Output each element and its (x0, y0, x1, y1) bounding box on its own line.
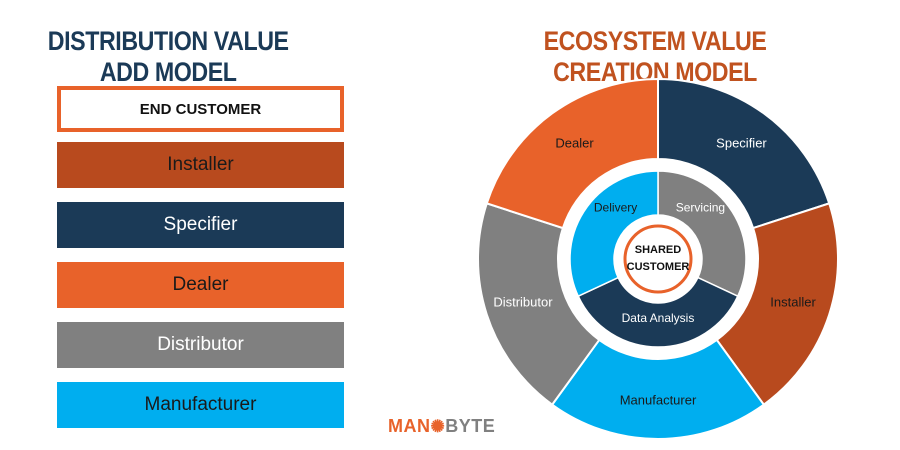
inner-segment-delivery (569, 170, 659, 298)
left-title: DISTRIBUTION VALUE ADD MODEL (47, 26, 289, 87)
manobyte-logo: MAN✺BYTE (388, 416, 495, 437)
stack-bar-distributor: Distributor (57, 322, 344, 368)
right-title: ECOSYSTEM VALUE CREATION MODEL (543, 26, 767, 87)
outer-label-manufacturer: Manufacturer (620, 392, 697, 407)
outer-label-installer: Installer (770, 294, 816, 309)
stack-bar-end-customer: END CUSTOMER (57, 86, 344, 132)
outer-label-specifier: Specifier (716, 136, 767, 151)
stack-bar-dealer: Dealer (57, 262, 344, 308)
center-label-line2: CUSTOMER (627, 261, 690, 273)
inner-label-data-analysis: Data Analysis (622, 311, 695, 325)
stack-bar-specifier: Specifier (57, 202, 344, 248)
inner-label-delivery: Delivery (594, 201, 637, 215)
outer-segment-dealer (485, 77, 659, 230)
inner-segment-data-analysis (577, 276, 739, 348)
outer-label-dealer: Dealer (555, 136, 594, 151)
logo-text-byte: BYTE (445, 416, 496, 436)
center-label-line1: SHARED (635, 244, 682, 256)
logo-text-man: MAN (388, 416, 431, 436)
inner-label-servicing: Servicing (676, 201, 725, 215)
stack-bar-manufacturer: Manufacturer (57, 382, 344, 428)
outer-segment-manufacturer (550, 338, 766, 440)
outer-segment-distributor (477, 202, 601, 407)
distribution-stack: END CUSTOMER Installer Specifier Dealer … (57, 86, 344, 442)
center-hub-border (623, 224, 693, 294)
outer-label-distributor: Distributor (493, 294, 553, 309)
gear-icon: ✺ (430, 417, 446, 436)
outer-segment-installer (715, 202, 839, 407)
stack-bar-installer: Installer (57, 142, 344, 188)
outer-segment-specifier (657, 77, 831, 230)
inner-segment-servicing (657, 170, 747, 298)
